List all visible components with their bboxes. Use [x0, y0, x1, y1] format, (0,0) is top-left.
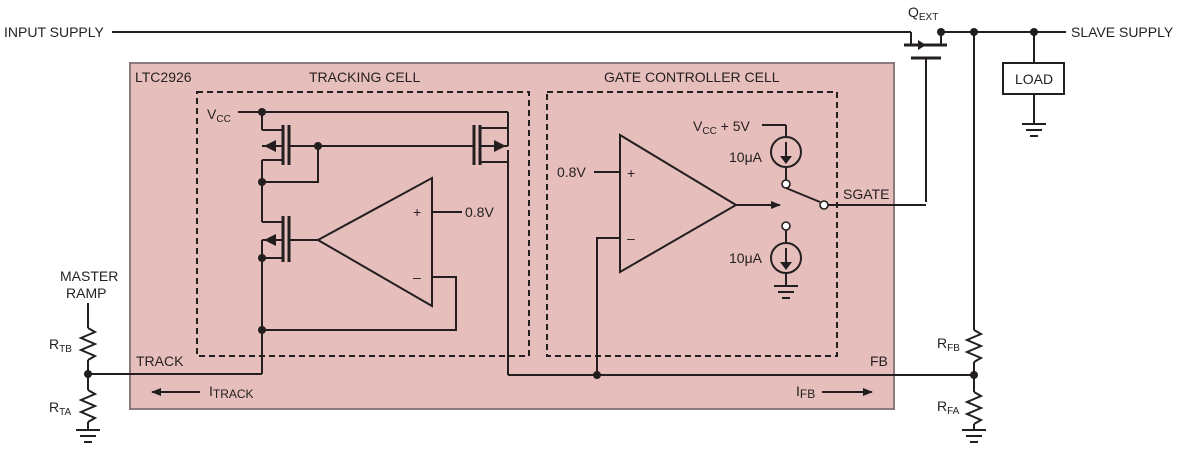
rfb-sub: FB	[947, 343, 960, 354]
tracking-cell-box	[196, 91, 530, 357]
rtb-label: RTB	[49, 336, 72, 355]
fb-pin-label: FB	[870, 353, 888, 369]
qext-label: QEXT	[908, 4, 938, 23]
load-label: LOAD	[1015, 71, 1053, 87]
tracking-cell-label: TRACKING CELL	[309, 69, 420, 85]
track-reference-label: 0.8V	[465, 204, 494, 220]
gate-minus-label: –	[627, 230, 635, 246]
rta-main: R	[49, 399, 59, 415]
ifb-main: I	[796, 383, 800, 399]
supply-rail	[112, 28, 1066, 42]
tracking-cell-circuit	[238, 108, 509, 374]
gate-reference-label: 0.8V	[557, 164, 586, 180]
vcc5-sub: CC	[702, 126, 716, 137]
rfa-sub: FA	[947, 406, 960, 417]
master-ramp-line1: MASTER	[60, 268, 118, 284]
rfa-ground-symbol	[962, 429, 986, 443]
vcc-sub: CC	[216, 114, 230, 125]
rtb-sub: TB	[59, 344, 72, 355]
chip-body	[129, 62, 895, 410]
vcc-plus-5v-label: VCC + 5V	[693, 118, 751, 137]
gate-controller-cell-box	[546, 91, 838, 357]
qext-sub: EXT	[919, 12, 938, 23]
slave-supply-label: SLAVE SUPPLY	[1071, 24, 1174, 40]
rfb-main: R	[937, 335, 947, 351]
load-ground-symbol	[1022, 123, 1046, 137]
qext-main: Q	[908, 4, 919, 20]
vcc-label: VCC	[207, 106, 231, 125]
current-source-top-label: 10μA	[729, 149, 763, 165]
track-plus-label: +	[413, 204, 421, 220]
current-source-bottom-label: 10μA	[729, 250, 763, 266]
rta-ground-symbol	[76, 429, 100, 443]
itrack-label: ITRACK	[209, 383, 254, 401]
rta-sub: TA	[59, 407, 71, 418]
gate-plus-label: +	[627, 165, 635, 181]
vcc-main: V	[207, 106, 217, 122]
rtb-main: R	[49, 336, 59, 352]
rfb-label: RFB	[937, 335, 960, 354]
rfa-main: R	[937, 398, 947, 414]
ifb-sub: FB	[800, 387, 815, 401]
rta-label: RTA	[49, 399, 71, 418]
rfa-label: RFA	[937, 398, 960, 417]
load-block	[1002, 32, 1065, 124]
input-supply-label: INPUT SUPPLY	[4, 24, 105, 40]
ifb-label: IFB	[796, 383, 815, 401]
gate-controller-circuit	[594, 124, 926, 375]
vcc5-main: V	[693, 118, 703, 134]
feedback-divider	[964, 32, 984, 430]
gate-controller-cell-label: GATE CONTROLLER CELL	[604, 69, 780, 85]
itrack-main: I	[209, 383, 213, 399]
track-pin-label: TRACK	[136, 353, 184, 369]
master-ramp-line2: RAMP	[66, 285, 106, 301]
track-divider	[78, 303, 98, 430]
itrack-sub: TRACK	[213, 387, 254, 401]
track-minus-label: –	[413, 269, 421, 285]
vcc5-suffix: + 5V	[717, 118, 751, 134]
chip-name-label: LTC2926	[135, 69, 192, 85]
qext-mosfet-symbol	[904, 32, 947, 202]
sgate-label: SGATE	[843, 186, 889, 202]
